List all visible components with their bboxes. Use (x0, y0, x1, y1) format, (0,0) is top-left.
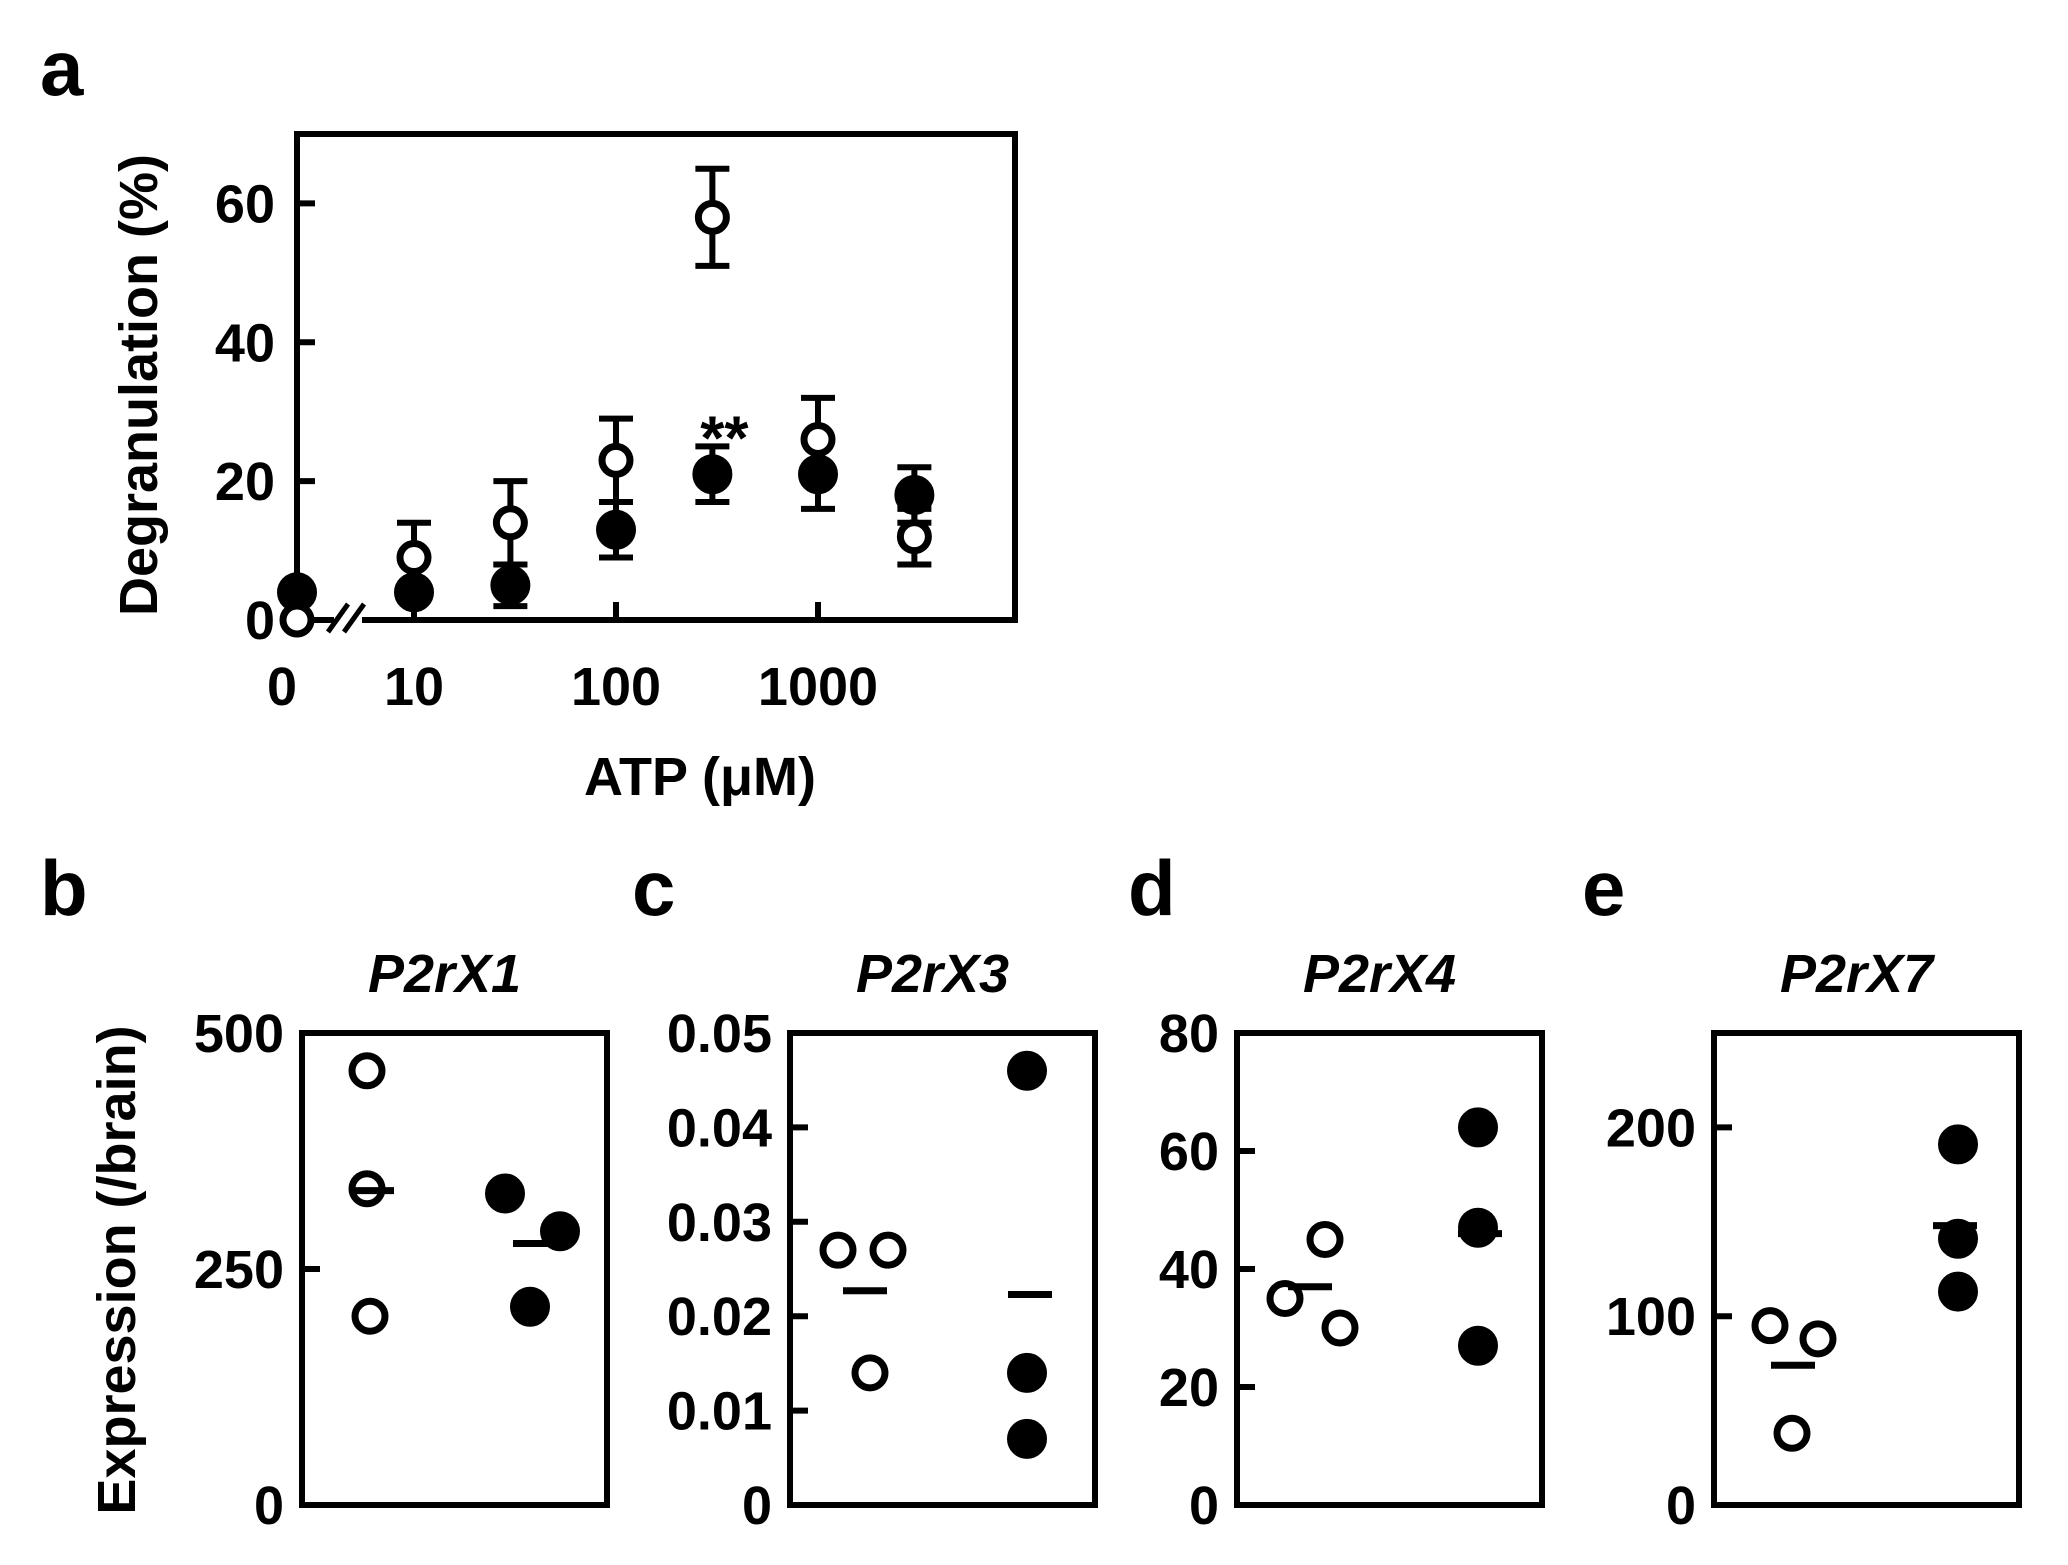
filled-point (1458, 1107, 1498, 1148)
y-tick-label-c: 0 (742, 1476, 772, 1536)
plot-frame-b (299, 1030, 610, 1508)
plot-frame-d (1234, 1030, 1545, 1508)
y-tick-label-d: 0 (1189, 1476, 1219, 1536)
open-point (396, 540, 432, 576)
panel-letter-b: b (40, 844, 88, 932)
open-point (1321, 1309, 1359, 1347)
y-tick-label-e: 0 (1666, 1476, 1696, 1536)
y-tick-label-d: 20 (1159, 1358, 1219, 1418)
panel-letter-c: c (632, 844, 675, 932)
y-tick-label-c: 0.04 (667, 1098, 772, 1158)
filled-point (1007, 1418, 1047, 1459)
filled-point (1938, 1124, 1978, 1165)
open-point (1799, 1320, 1837, 1358)
open-point (492, 505, 528, 541)
open-point (851, 1354, 889, 1392)
x-tick-label-a: 1000 (758, 657, 878, 717)
y-tick-label-c: 0.01 (667, 1382, 772, 1442)
filled-point (1007, 1352, 1047, 1393)
open-point (351, 1297, 389, 1335)
filled-point (1458, 1207, 1498, 1248)
open-point (279, 602, 315, 638)
y-tick-label-e: 100 (1606, 1287, 1696, 1347)
y-tick-label-c: 0.02 (667, 1287, 772, 1347)
axis-break-slash (325, 602, 351, 634)
filled-point (1938, 1271, 1978, 1312)
open-point (1266, 1280, 1304, 1317)
y-tick-label-c: 0.05 (667, 1004, 772, 1064)
filled-point (1938, 1218, 1978, 1259)
panel-letter-d: d (1128, 844, 1176, 932)
y-axis-title-a: Degranulation (%) (109, 154, 169, 616)
x-tick-label-a: 0 (267, 657, 297, 717)
open-point (869, 1231, 907, 1269)
filled-point (596, 509, 636, 550)
gene-title-d: P2rX4 (1303, 944, 1456, 1004)
significance-mark: ** (700, 405, 749, 474)
y-tick-label-b: 250 (194, 1240, 284, 1300)
panel-letter-a: a (40, 24, 84, 112)
x-tick-label-a: 10 (384, 657, 444, 717)
open-point (896, 519, 932, 555)
filled-point (692, 454, 733, 495)
y-tick-label-c: 0.03 (667, 1193, 772, 1253)
plot-frame-e (1711, 1030, 2022, 1508)
gene-title-c: P2rX3 (856, 944, 1009, 1004)
y-tick-label-e: 200 (1606, 1098, 1696, 1158)
open-point (1773, 1414, 1811, 1452)
filled-point (490, 565, 531, 606)
open-point (694, 199, 730, 235)
gene-title-b: P2rX1 (368, 944, 521, 1004)
open-point (1306, 1221, 1344, 1258)
filled-point (1458, 1325, 1498, 1366)
gene-title-e: P2rX7 (1780, 944, 1936, 1004)
filled-point (485, 1173, 525, 1214)
plot-frame-a (294, 131, 1018, 623)
y-tick-label-a: 20 (215, 452, 275, 512)
axis-break-slash (341, 602, 367, 634)
open-point (800, 421, 836, 457)
y-axis-title-expression: Expression (/brain) (87, 1025, 147, 1514)
open-point (598, 442, 634, 478)
y-tick-label-d: 80 (1159, 1004, 1219, 1064)
y-tick-label-a: 40 (215, 313, 275, 373)
open-point (1751, 1307, 1789, 1345)
x-axis-title-a: ATP (μM) (584, 747, 816, 807)
y-tick-label-a: 0 (245, 591, 275, 651)
filled-point (510, 1286, 550, 1327)
x-tick-label-a: 100 (571, 657, 661, 717)
panel-letter-e: e (1582, 844, 1625, 932)
plot-frame-c (787, 1030, 1098, 1508)
y-tick-label-b: 0 (254, 1476, 284, 1536)
y-tick-label-d: 40 (1159, 1240, 1219, 1300)
y-tick-label-a: 60 (215, 174, 275, 234)
y-tick-label-b: 500 (194, 1004, 284, 1064)
open-point (819, 1231, 857, 1269)
y-tick-label-d: 60 (1159, 1122, 1219, 1182)
filled-point (1007, 1050, 1047, 1091)
open-point (348, 1052, 386, 1090)
